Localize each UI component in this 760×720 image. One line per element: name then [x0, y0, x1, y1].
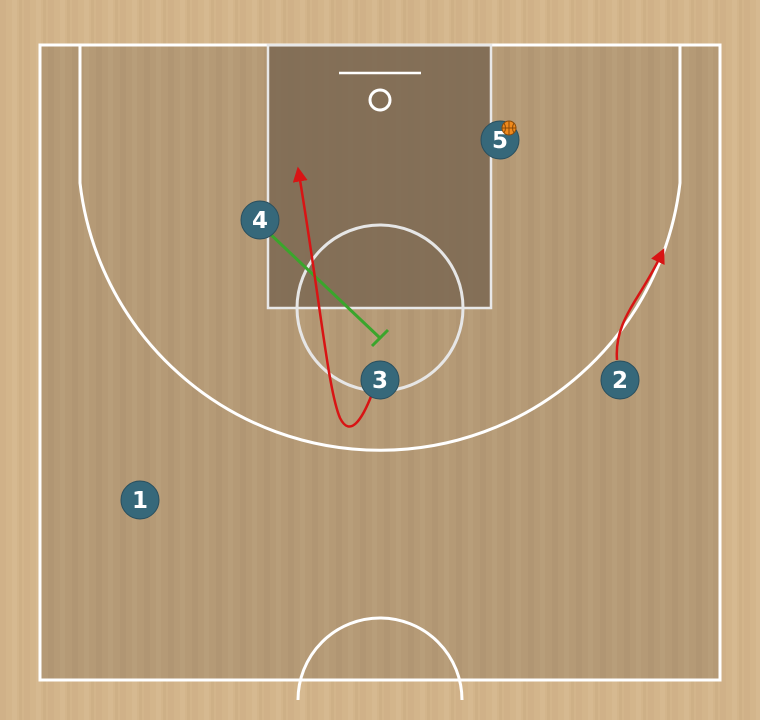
rim — [368, 88, 392, 112]
basketball-icon — [501, 120, 517, 136]
screen-path — [264, 228, 382, 340]
player-1: 1 — [120, 480, 160, 520]
players-layer: 1 2 3 4 5 — [120, 120, 640, 520]
cut-path-player-2 — [615, 248, 665, 361]
player-number: 5 — [492, 128, 508, 154]
player-number: 2 — [612, 368, 628, 394]
center-circle — [296, 616, 464, 701]
player-marker — [240, 200, 280, 240]
player-number: 3 — [372, 368, 388, 394]
player-3: 3 — [360, 360, 400, 400]
screen-action — [264, 228, 390, 348]
player-5: 5 — [480, 120, 520, 160]
paint-area — [268, 45, 491, 308]
player-marker — [360, 360, 400, 400]
court-lines — [38, 43, 722, 701]
three-point-line — [78, 45, 682, 452]
player-number: 1 — [132, 488, 148, 514]
player-marker — [120, 480, 160, 520]
player-2: 2 — [600, 360, 640, 400]
screen-bar-icon — [370, 328, 390, 348]
player-number: 4 — [252, 208, 268, 234]
cut-action-player-3 — [292, 166, 374, 428]
player-marker — [600, 360, 640, 400]
free-throw-lane — [266, 43, 493, 310]
cut-path-player-3 — [292, 166, 374, 428]
cut-action-player-2 — [615, 248, 665, 361]
player-4: 4 — [240, 200, 280, 240]
